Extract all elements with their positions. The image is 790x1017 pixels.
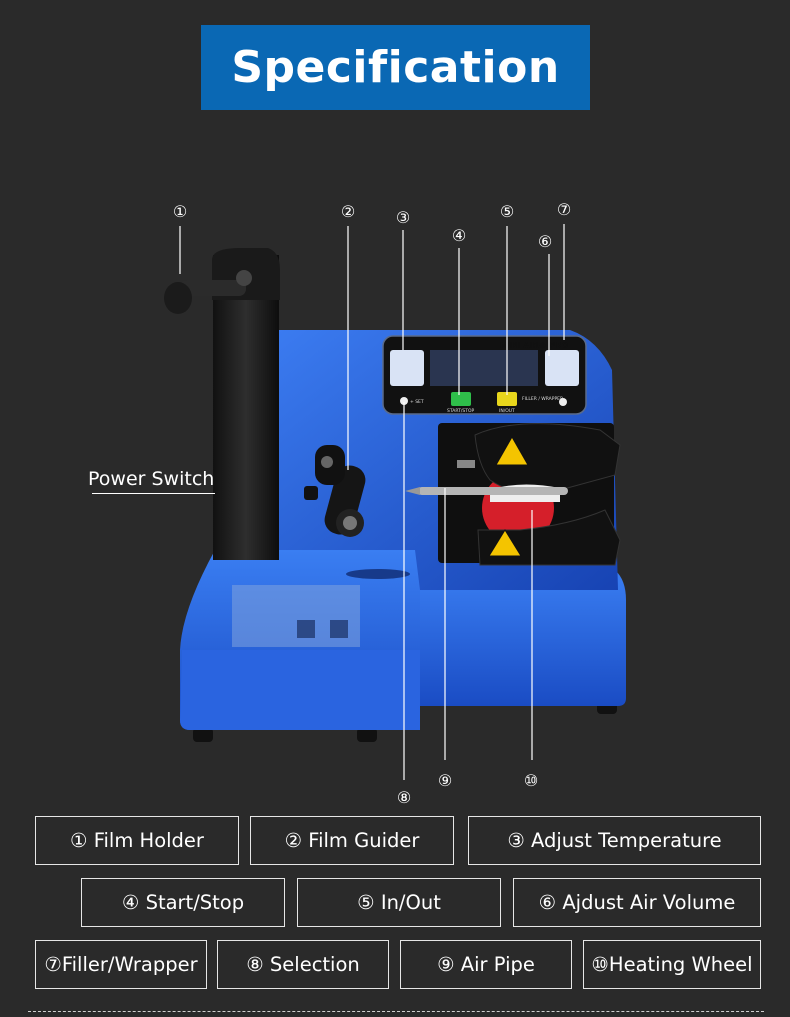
temperature-buttons (390, 350, 424, 386)
foot (193, 728, 213, 742)
qr-code (297, 620, 315, 638)
hand-warning-icon (488, 529, 522, 557)
machine-drawing: MINI AIR® PRO + SET START/STOP IN/OUT FI… (164, 224, 626, 780)
power-switch-underline (92, 493, 215, 494)
display-screen (430, 350, 538, 386)
divider (28, 1011, 764, 1012)
logo-badge (346, 569, 410, 579)
callout-7: ⑦ (556, 200, 572, 219)
callout-4: ④ (451, 226, 467, 245)
callout-2: ② (340, 202, 356, 221)
product-illustration: MINI AIR® PRO + SET START/STOP IN/OUT FI… (0, 190, 790, 810)
film-guider-hub (321, 456, 333, 468)
qr-code (330, 620, 348, 638)
filler-wrapper-button (559, 398, 567, 406)
foot (357, 728, 377, 742)
air-pipe (418, 487, 568, 495)
spec-film-guider: ② Film Guider (250, 816, 454, 865)
spec-in-out: ⑤ In/Out (297, 878, 501, 927)
callout-10: ⑩ (523, 771, 539, 790)
callout-8: ⑧ (396, 788, 412, 807)
spec-start-stop: ④ Start/Stop (81, 878, 285, 927)
callout-6: ⑥ (537, 232, 553, 251)
selection-button (400, 397, 408, 405)
callout-9: ⑨ (437, 771, 453, 790)
film-holder-shaft (180, 280, 246, 296)
spec-film-holder: ① Film Holder (35, 816, 239, 865)
power-switch-label: Power Switch (88, 468, 215, 490)
callout-1: ① (172, 202, 188, 221)
film-guider-roller-hub (343, 516, 357, 530)
in-out-button (497, 392, 517, 406)
panel-label-filler-wrapper: FILLER / WRAPPER (522, 396, 563, 402)
film-holder-hub (236, 270, 252, 286)
start-stop-button (451, 392, 471, 406)
spec-adjust-air-volume: ⑥ Ajdust Air Volume (513, 878, 761, 927)
panel-label-set: + SET (410, 399, 424, 405)
spec-heating-wheel: ⑩Heating Wheel (583, 940, 761, 989)
brand-label: MINI AIR® PRO (500, 341, 569, 350)
air-volume-buttons (545, 350, 579, 386)
spec-selection: ⑧ Selection (217, 940, 389, 989)
spec-filler-wrapper: ⑦Filler/Wrapper (35, 940, 207, 989)
spec-adjust-temperature: ③ Adjust Temperature (468, 816, 761, 865)
callout-3: ③ (395, 208, 411, 227)
film-holder-knob (164, 282, 192, 314)
callout-5: ⑤ (499, 202, 515, 221)
film-guider-clip (304, 486, 318, 500)
spec-air-pipe: ⑨ Air Pipe (400, 940, 572, 989)
module-bracket (457, 460, 475, 468)
panel-label-start-stop: START/STOP (447, 408, 475, 414)
heat-warning-icon (495, 435, 529, 466)
right-base (405, 570, 626, 706)
panel-label-in-out: IN/OUT (499, 408, 515, 414)
base-front (180, 650, 420, 730)
air-pipe-tip (405, 487, 420, 495)
page-title: Specification (231, 42, 560, 93)
film-holder-column (213, 255, 279, 560)
title-banner: Specification (201, 25, 590, 110)
